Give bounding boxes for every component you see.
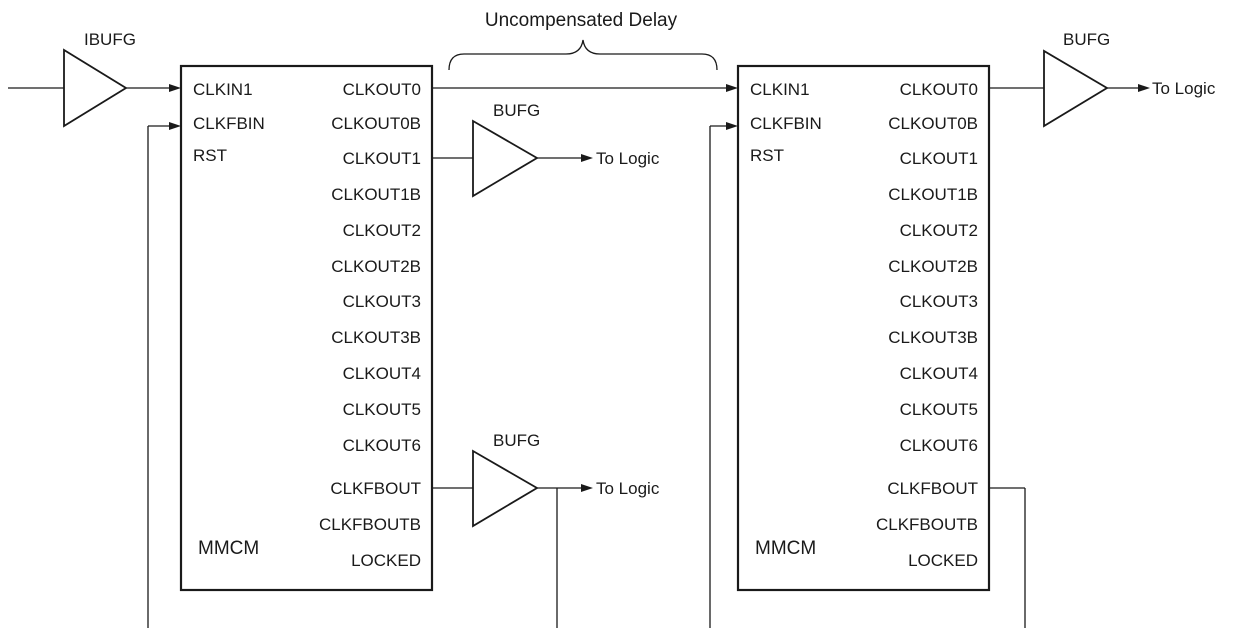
clkfbin-arrow-left	[169, 122, 181, 130]
mmcm-right-out-clkfboutb: CLKFBOUTB	[876, 515, 978, 534]
mmcm-right-out-locked: LOCKED	[908, 551, 978, 570]
mmcm-left-out-clkout3b: CLKOUT3B	[331, 328, 421, 347]
bufg-clkout1-buffer	[472, 119, 539, 198]
mmcm-left-name: MMCM	[198, 538, 259, 559]
ibufg-buffer	[63, 48, 128, 128]
mmcm-right-out-clkout0b: CLKOUT0B	[888, 114, 978, 133]
mmcm-right-out-clkout4: CLKOUT4	[900, 364, 978, 383]
mmcm-right-out-clkfbout: CLKFBOUT	[887, 479, 978, 498]
mmcm-right-name: MMCM	[755, 538, 816, 559]
mmcm-left-out-clkfbout: CLKFBOUT	[330, 479, 421, 498]
mmcm-left-out-clkout1: CLKOUT1	[343, 149, 421, 168]
mmcm-right-out-clkout1b: CLKOUT1B	[888, 185, 978, 204]
delay-brace	[448, 39, 718, 71]
clkfbin-arrow-right	[726, 122, 738, 130]
mmcm-left-out-clkfboutb: CLKFBOUTB	[319, 515, 421, 534]
mmcm-left-out-clkout2b: CLKOUT2B	[331, 257, 421, 276]
mmcm-left-outputs: CLKOUT0 CLKOUT0B CLKOUT1 CLKOUT1B CLKOUT…	[319, 80, 421, 570]
mmcm-right-out-clkout1: CLKOUT1	[900, 149, 978, 168]
bufg-output-label: BUFG	[1063, 30, 1110, 49]
clkin1-arrow-left	[169, 84, 181, 92]
mmcm-right-outputs: CLKOUT0 CLKOUT0B CLKOUT1 CLKOUT1B CLKOUT…	[876, 80, 978, 570]
mmcm-right-out-clkout2b: CLKOUT2B	[888, 257, 978, 276]
mmcm-left-out-clkout3: CLKOUT3	[343, 292, 421, 311]
to-logic-arrow-1	[581, 154, 593, 162]
clkin1-arrow-right	[726, 84, 738, 92]
mmcm-left-out-clkout4: CLKOUT4	[343, 364, 421, 383]
mmcm-left-block	[179, 64, 434, 592]
mmcm-left-inputs: CLKIN1 CLKFBIN RST	[193, 80, 265, 165]
mmcm-right-out-clkout5: CLKOUT5	[900, 400, 978, 419]
to-logic-arrow-3	[1138, 84, 1150, 92]
mmcm-left-out-clkout0b: CLKOUT0B	[331, 114, 421, 133]
mmcm-left-out-clkout5: CLKOUT5	[343, 400, 421, 419]
to-logic-label-3: To Logic	[1152, 79, 1216, 98]
mmcm-left-input-rst: RST	[193, 146, 227, 165]
mmcm-left-input-clkfbin: CLKFBIN	[193, 114, 265, 133]
mmcm-right-block	[736, 64, 991, 592]
mmcm-right-out-clkout2: CLKOUT2	[900, 221, 978, 240]
mmcm-left-input-clkin1: CLKIN1	[193, 80, 253, 99]
mmcm-left-out-clkout1b: CLKOUT1B	[331, 185, 421, 204]
bufg-clkout1-label: BUFG	[493, 101, 540, 120]
mmcm-left-out-locked: LOCKED	[351, 551, 421, 570]
to-logic-arrow-2	[581, 484, 593, 492]
mmcm-right-input-rst: RST	[750, 146, 784, 165]
uncompensated-delay-label: Uncompensated Delay	[485, 10, 678, 31]
mmcm-left-out-clkout2: CLKOUT2	[343, 221, 421, 240]
bufg-clkfbout-label: BUFG	[493, 431, 540, 450]
mmcm-left-out-clkout0: CLKOUT0	[343, 80, 421, 99]
mmcm-right-out-clkout0: CLKOUT0	[900, 80, 978, 99]
to-logic-label-2: To Logic	[596, 479, 660, 498]
bufg-clkfbout-buffer	[472, 449, 539, 528]
mmcm-right-input-clkin1: CLKIN1	[750, 80, 810, 99]
mmcm-right-out-clkout3: CLKOUT3	[900, 292, 978, 311]
bufg-output-buffer	[1043, 49, 1109, 128]
mmcm-left-out-clkout6: CLKOUT6	[343, 436, 421, 455]
to-logic-label-1: To Logic	[596, 149, 660, 168]
mmcm-right-inputs: CLKIN1 CLKFBIN RST	[750, 80, 822, 165]
mmcm-right-input-clkfbin: CLKFBIN	[750, 114, 822, 133]
mmcm-right-out-clkout6: CLKOUT6	[900, 436, 978, 455]
ibufg-label: IBUFG	[84, 30, 136, 49]
mmcm-right-out-clkout3b: CLKOUT3B	[888, 328, 978, 347]
